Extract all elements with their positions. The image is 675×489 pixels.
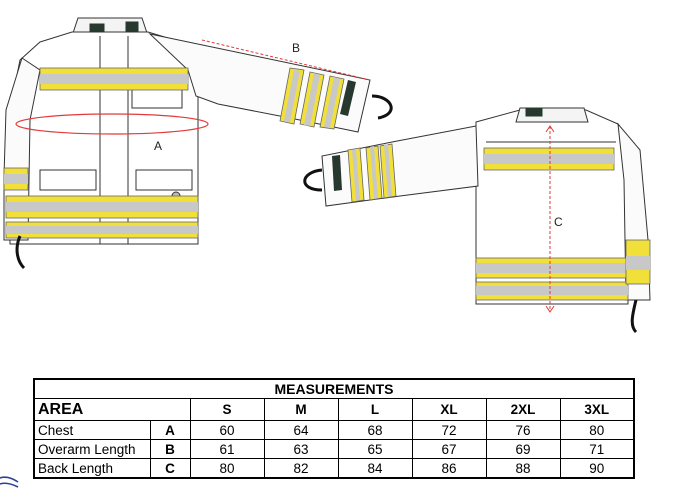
collar-tab-right [125, 21, 139, 33]
cell-value: 86 [411, 458, 487, 479]
chest-pocket [131, 87, 183, 109]
cell-value: 82 [263, 458, 339, 479]
cell-value: 80 [189, 458, 265, 479]
row-code: B [149, 439, 191, 459]
cell-value: 90 [559, 458, 635, 479]
cell-value: 84 [337, 458, 413, 479]
cell-value: 63 [263, 439, 339, 459]
row-label: Overarm Length [33, 439, 151, 459]
cell-value: 68 [337, 420, 413, 440]
cell-value: 60 [189, 420, 265, 440]
cell-value: 88 [485, 458, 561, 479]
row-code: C [149, 458, 191, 479]
label-c: C [554, 215, 563, 229]
table-title: MEASUREMENTS [33, 378, 635, 399]
table-header-row: AREA S M L XL 2XL 3XL [33, 398, 635, 421]
overarm-measure-line [201, 39, 371, 81]
cell-value: 80 [559, 420, 635, 440]
cell-value: 76 [485, 420, 561, 440]
cell-value: 64 [263, 420, 339, 440]
size-header: L [337, 398, 413, 421]
label-a: A [154, 139, 162, 153]
back-left-sleeve [321, 125, 479, 207]
front-left-sleeve [3, 57, 41, 241]
table-row: Chest A 60 64 68 72 76 80 [33, 420, 635, 440]
cell-value: 67 [411, 439, 487, 459]
table-row: Overarm Length B 61 63 65 67 69 71 [33, 439, 635, 459]
front-reflective-bands [3, 67, 393, 270]
lower-pocket-right [135, 169, 193, 191]
label-b: B [292, 41, 300, 55]
jacket-diagram: A B [3, 17, 651, 334]
row-label: Back Length [33, 458, 151, 479]
cell-value: 71 [559, 439, 635, 459]
area-header: AREA [33, 398, 191, 421]
corner-decoration [0, 476, 19, 488]
chest-measure-line [15, 113, 209, 135]
lower-pocket-left [39, 169, 97, 191]
size-header: 3XL [559, 398, 635, 421]
table-row: Back Length C 80 82 84 86 88 90 [33, 458, 635, 479]
cell-value: 69 [485, 439, 561, 459]
row-code: A [149, 420, 191, 440]
cell-value: 61 [189, 439, 265, 459]
row-label: Chest [33, 420, 151, 440]
size-header: 2XL [485, 398, 561, 421]
size-header: M [263, 398, 339, 421]
cell-value: 72 [411, 420, 487, 440]
cell-value: 65 [337, 439, 413, 459]
measurements-table: MEASUREMENTS AREA S M L XL 2XL 3XL Chest… [33, 378, 635, 479]
size-header: XL [411, 398, 487, 421]
back-reflective-bands [303, 143, 651, 334]
size-header: S [189, 398, 265, 421]
back-collar-tab [525, 107, 543, 117]
